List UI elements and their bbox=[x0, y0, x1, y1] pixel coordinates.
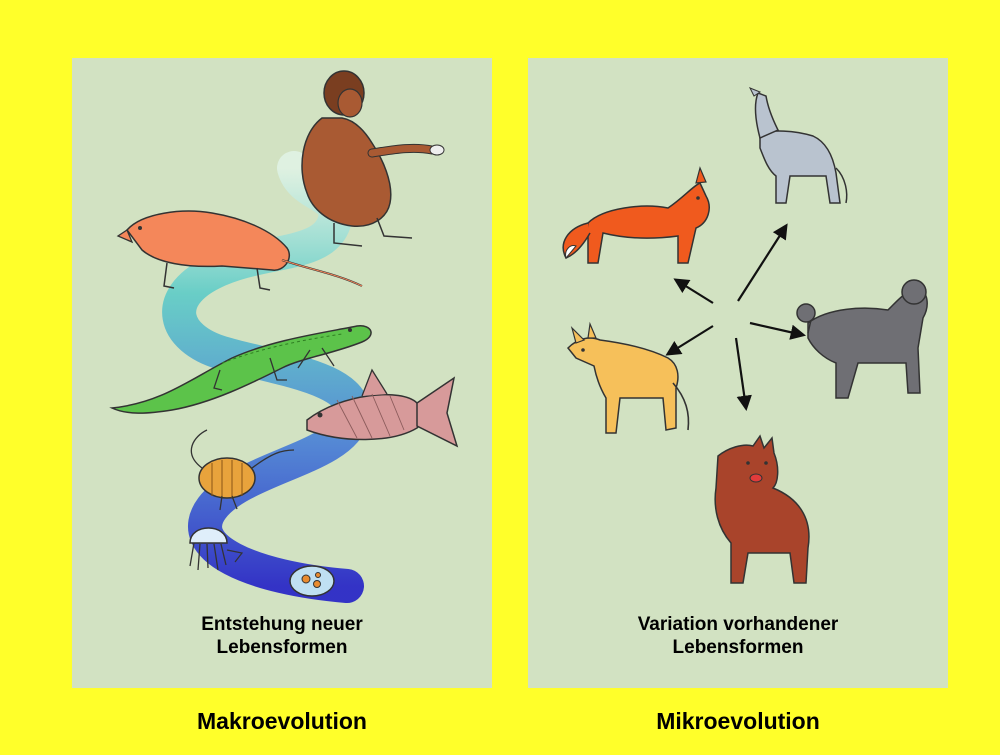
macroevolution-panel: Entstehung neuer Lebensformen bbox=[72, 58, 492, 688]
microevolution-caption: Variation vorhandener Lebensformen bbox=[528, 613, 948, 659]
single-cell-organism bbox=[290, 566, 334, 596]
yellow-jackal bbox=[568, 324, 688, 433]
arrow-to-fox bbox=[676, 280, 713, 303]
arrow-to-wolf bbox=[738, 226, 786, 301]
grey-wolf bbox=[750, 88, 847, 203]
microevolution-illustration bbox=[528, 58, 948, 688]
macroevolution-illustration bbox=[72, 58, 492, 688]
red-fox bbox=[563, 168, 709, 263]
microevolution-panel: Variation vorhandener Lebensformen bbox=[528, 58, 948, 688]
macroevolution-caption: Entstehung neuer Lebensformen bbox=[72, 613, 492, 659]
caption-line-1: Variation vorhandener bbox=[528, 613, 948, 636]
caption-line-2: Lebensformen bbox=[72, 636, 492, 659]
arrow-to-yellow-dog bbox=[668, 326, 713, 354]
makroevolution-label: Makroevolution bbox=[72, 708, 492, 735]
arrow-to-brown-dog bbox=[736, 338, 746, 408]
brown-wild-dog bbox=[715, 436, 809, 583]
poodle bbox=[797, 280, 927, 398]
mikroevolution-label: Mikroevolution bbox=[528, 708, 948, 735]
caption-line-2: Lebensformen bbox=[528, 636, 948, 659]
arrow-to-poodle bbox=[750, 323, 803, 335]
caption-line-1: Entstehung neuer bbox=[72, 613, 492, 636]
